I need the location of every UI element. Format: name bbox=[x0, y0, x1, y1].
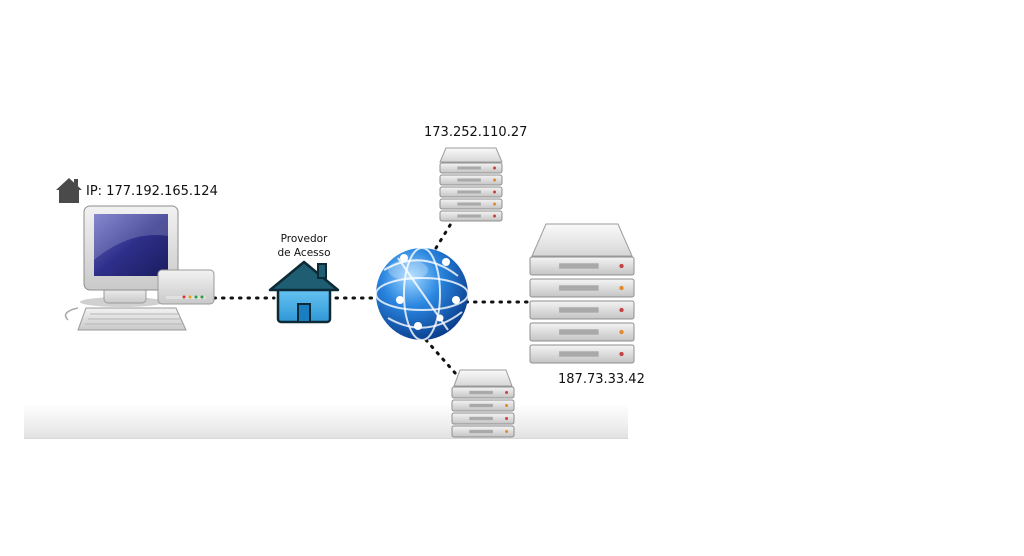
provider-label-line1: Provedor bbox=[280, 233, 328, 245]
server-led bbox=[493, 214, 497, 218]
server-led bbox=[493, 190, 497, 194]
server-top bbox=[439, 147, 503, 222]
server-led bbox=[493, 166, 497, 170]
server-drive-slot bbox=[469, 403, 493, 408]
server-right-units bbox=[529, 256, 635, 364]
client-computer bbox=[64, 205, 215, 331]
server-right bbox=[529, 223, 635, 364]
link-internet-top-server bbox=[434, 220, 454, 250]
server-drive-slot bbox=[559, 307, 599, 313]
server-led bbox=[505, 417, 509, 420]
home-icon bbox=[56, 178, 82, 203]
server-top-units bbox=[439, 162, 503, 222]
server-bottom-units bbox=[451, 386, 515, 438]
server-drive-slot bbox=[457, 166, 481, 170]
server-drive-slot bbox=[457, 178, 481, 182]
server-led bbox=[619, 285, 624, 291]
client-ip-label: IP: 177.192.165.124 bbox=[86, 184, 218, 199]
server-led bbox=[619, 263, 624, 269]
server-drive-slot bbox=[559, 351, 599, 357]
server-led bbox=[619, 307, 624, 313]
server-bottom bbox=[451, 369, 515, 438]
server-drive-slot bbox=[559, 263, 599, 269]
provider-label-line2: de Acesso bbox=[277, 247, 331, 259]
floor-shadow bbox=[24, 404, 628, 439]
server-led bbox=[493, 202, 497, 206]
server-led bbox=[493, 178, 497, 182]
right-server-ip-label: 187.73.33.42 bbox=[558, 372, 645, 387]
link-internet-bottom-server bbox=[424, 338, 458, 376]
server-led bbox=[505, 391, 509, 394]
server-drive-slot bbox=[559, 285, 599, 291]
server-led bbox=[505, 430, 509, 433]
server-led bbox=[619, 351, 624, 357]
provider-label: Provedor de Acesso bbox=[268, 232, 340, 260]
server-drive-slot bbox=[559, 329, 599, 335]
server-led bbox=[619, 329, 624, 335]
server-drive-slot bbox=[469, 429, 493, 434]
server-drive-slot bbox=[457, 214, 481, 218]
globe-icon bbox=[375, 247, 469, 341]
house-icon bbox=[268, 260, 340, 324]
server-drive-slot bbox=[457, 202, 481, 206]
server-drive-slot bbox=[457, 190, 481, 194]
server-drive-slot bbox=[469, 416, 493, 421]
server-led bbox=[505, 404, 509, 407]
server-drive-slot bbox=[469, 390, 493, 395]
top-server-ip-label: 173.252.110.27 bbox=[424, 125, 528, 140]
connector-lines bbox=[212, 220, 530, 376]
